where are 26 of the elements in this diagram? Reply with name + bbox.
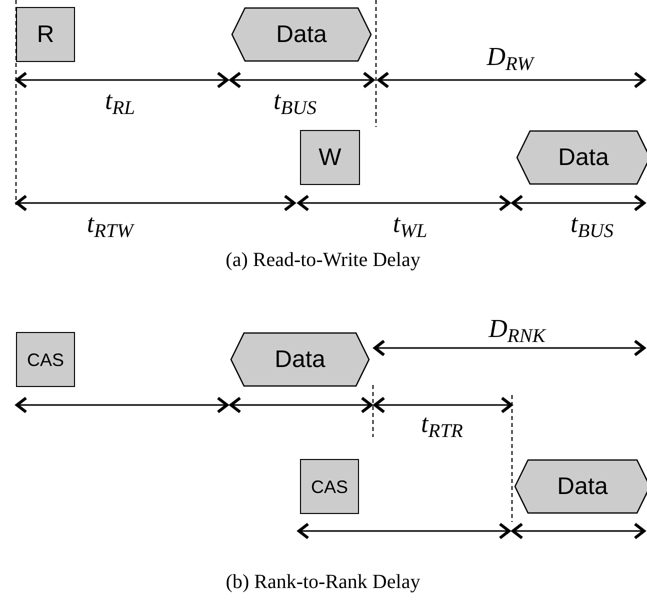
node-label: R: [36, 22, 54, 46]
timing-parameter-label: t$_{RTR}$: [421, 411, 463, 437]
timing-parameter-label: t$_{BUS}$: [570, 211, 614, 237]
node-label: Data: [557, 474, 608, 498]
node-label: Data: [558, 146, 609, 170]
node-label: Data: [276, 22, 327, 46]
node-label: CAS: [26, 350, 64, 368]
data-hexagon: [514, 459, 647, 514]
command-box: [300, 130, 360, 185]
figure-caption: (b) Rank-to-Rank Delay: [226, 572, 420, 592]
data-hexagon: [230, 332, 370, 387]
command-box: [16, 332, 75, 387]
timing-parameter-label: D$_{RW}$: [486, 44, 534, 70]
timing-parameter-label: t$_{WL}$: [392, 211, 428, 237]
command-box: [300, 459, 359, 514]
node-label: W: [318, 146, 342, 170]
data-hexagon: [516, 130, 647, 185]
timing-parameter-label: t$_{RTW}$: [86, 211, 134, 237]
timing-parameter-label: D$_{RNK}$: [488, 316, 546, 342]
figure-caption: (a) Read-to-Write Delay: [226, 250, 420, 270]
timing-parameter-label: t$_{RL}$: [105, 88, 135, 114]
node-label: CAS: [310, 478, 348, 496]
node-label: Data: [274, 348, 326, 372]
data-hexagon: [231, 7, 372, 62]
timing-parameter-label: t$_{BUS}$: [274, 88, 316, 114]
command-box: [16, 7, 75, 62]
